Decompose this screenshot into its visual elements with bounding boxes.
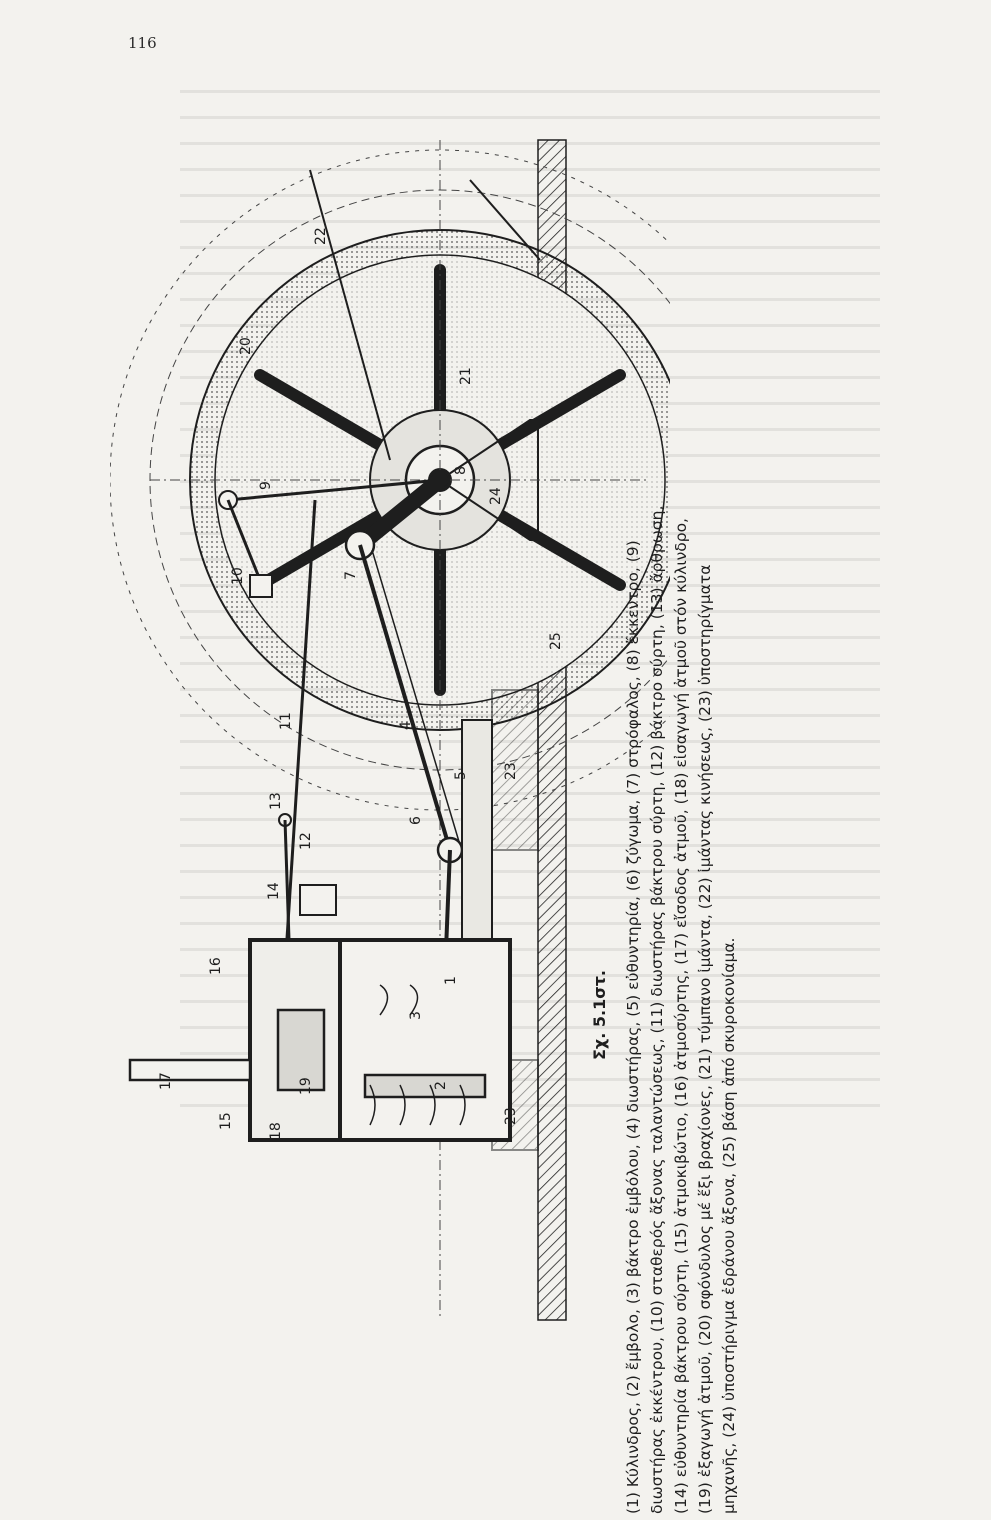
label-13: 13 — [268, 792, 284, 810]
label-7: 7 — [343, 571, 359, 580]
label-23a: 23 — [503, 762, 519, 780]
valve-rod-connector — [283, 499, 317, 971]
page-number: 116 — [128, 34, 157, 52]
figure-caption: (1) Κύλινδρος, (2) ἔμβολο, (3) βάκτρο ἐμ… — [624, 505, 738, 1514]
steam-flow-arrows — [369, 984, 466, 1126]
crank — [352, 472, 448, 553]
label-2: 2 — [433, 1081, 449, 1090]
crosshead-guide — [461, 719, 493, 941]
piston — [363, 1073, 487, 1099]
label-25: 25 — [548, 632, 564, 650]
steam-inlet — [128, 1058, 252, 1082]
label-19: 19 — [298, 1077, 314, 1095]
cylinder — [338, 938, 512, 1142]
label-9: 9 — [258, 481, 274, 490]
label-8: 8 — [453, 466, 469, 475]
label-22: 22 — [313, 227, 329, 245]
fixed-oscillation-axis — [249, 574, 273, 598]
label-14: 14 — [266, 882, 282, 900]
rocker-arm — [226, 499, 262, 581]
belt-upper — [309, 169, 391, 461]
slide-valve — [276, 1008, 326, 1092]
label-4: 4 — [398, 721, 414, 730]
label-17: 17 — [158, 1072, 174, 1090]
valve-rod-guide — [299, 884, 337, 916]
label-11: 11 — [278, 712, 294, 730]
label-6: 6 — [408, 816, 424, 825]
label-3: 3 — [408, 1011, 424, 1020]
label-1: 1 — [443, 976, 459, 985]
label-21: 21 — [458, 367, 474, 385]
label-12: 12 — [298, 832, 314, 850]
figure-title: Σχ. 5.1στ. — [590, 970, 609, 1060]
connecting-rod — [358, 544, 452, 851]
label-15: 15 — [218, 1112, 234, 1130]
steam-engine-drawing: 1 2 3 4 5 6 7 8 9 10 11 12 13 14 15 16 1… — [110, 139, 670, 1321]
figure-caption-block: Σχ. 5.1στ. (1) Κύλινδρος, (2) ἔμβολο, (3… — [590, 330, 930, 1520]
label-10: 10 — [230, 567, 246, 585]
steam-engine-figure: 1 2 3 4 5 6 7 8 9 10 11 12 13 14 15 16 1… — [110, 80, 670, 1370]
eccentric-rod — [227, 478, 441, 502]
label-16: 16 — [208, 957, 224, 975]
engine-support-1 — [491, 689, 539, 851]
label-23b: 23 — [503, 1107, 519, 1125]
label-18: 18 — [268, 1122, 284, 1140]
label-24: 24 — [488, 487, 504, 505]
label-5: 5 — [453, 771, 469, 780]
label-20: 20 — [238, 337, 254, 355]
